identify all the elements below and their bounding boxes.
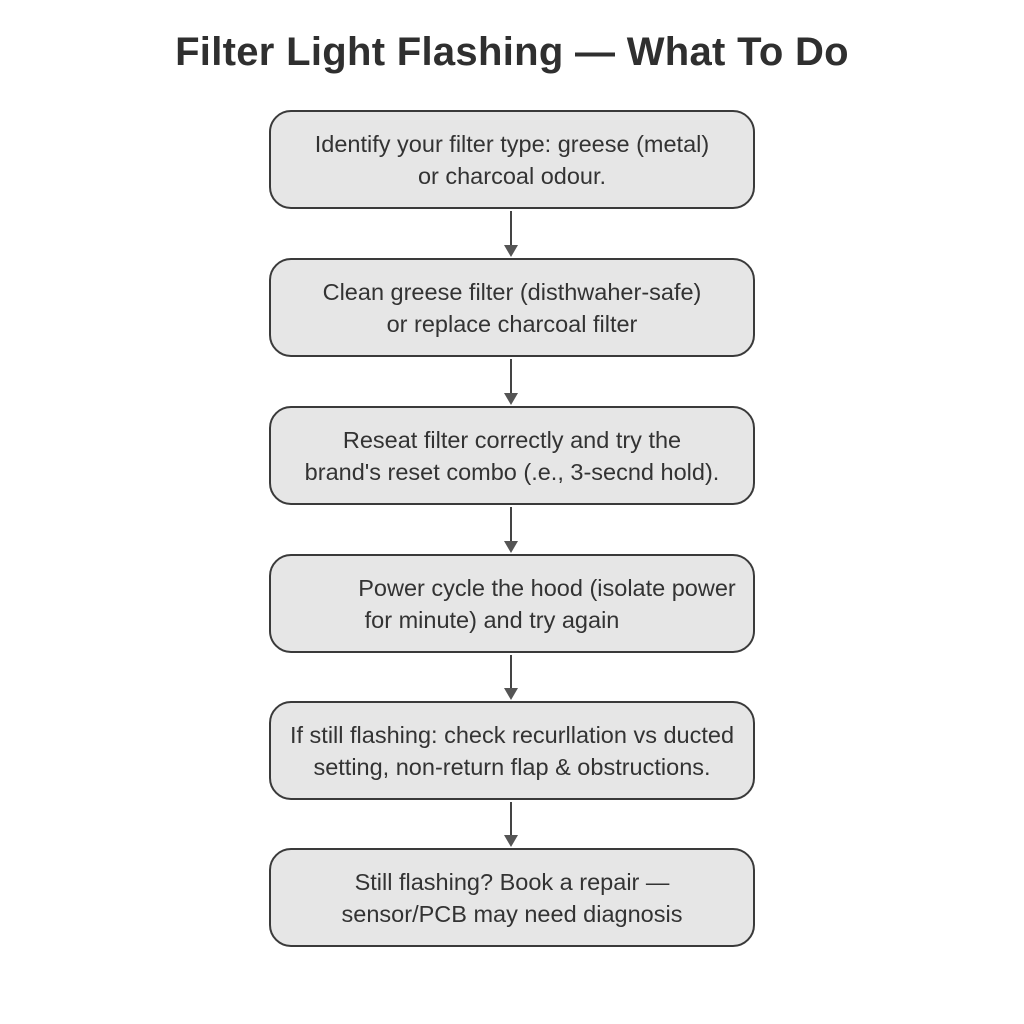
step-text-line: If still flashing: check recurllation vs…: [289, 721, 735, 748]
arrow-down-icon: [504, 211, 518, 257]
step-3-box: Reseat filter correctly and try the bran…: [269, 406, 755, 505]
step-1-box: Identify your filter type: greese (metal…: [269, 110, 755, 209]
step-4-box: Power cycle the hood (isolate power for …: [269, 554, 755, 653]
step-6-box: Still flashing? Book a repair — sensor/P…: [269, 848, 755, 947]
step-text-line: sensor/PCB may need diagnosis: [341, 900, 683, 927]
step-text-line: Clean greese filter (disthwaher-safe): [322, 278, 702, 305]
arrow-down-icon: [504, 802, 518, 847]
step-text-line: setting, non-return flap & obstructions.: [313, 753, 711, 780]
step-5-box: If still flashing: check recurllation vs…: [269, 701, 755, 800]
step-text-line: Still flashing? Book a repair —: [354, 868, 670, 895]
step-text-line: Power cycle the hood (isolate power: [358, 574, 736, 601]
step-text-line: Reseat filter correctly and try the: [342, 426, 682, 453]
step-text-line: for minute) and try again: [364, 606, 620, 633]
step-text-line: brand's reset combo (.e., 3-secnd hold).: [304, 458, 720, 485]
arrow-down-icon: [504, 359, 518, 405]
step-text-line: or charcoal odour.: [417, 162, 607, 189]
arrow-down-icon: [504, 655, 518, 700]
step-text-line: Identify your filter type: greese (metal…: [314, 130, 710, 157]
arrow-down-icon: [504, 507, 518, 553]
step-text-line: or replace charcoal filter: [386, 310, 638, 337]
step-2-box: Clean greese filter (disthwaher-safe) or…: [269, 258, 755, 357]
diagram-title: Filter Light Flashing — What To Do: [175, 30, 849, 74]
